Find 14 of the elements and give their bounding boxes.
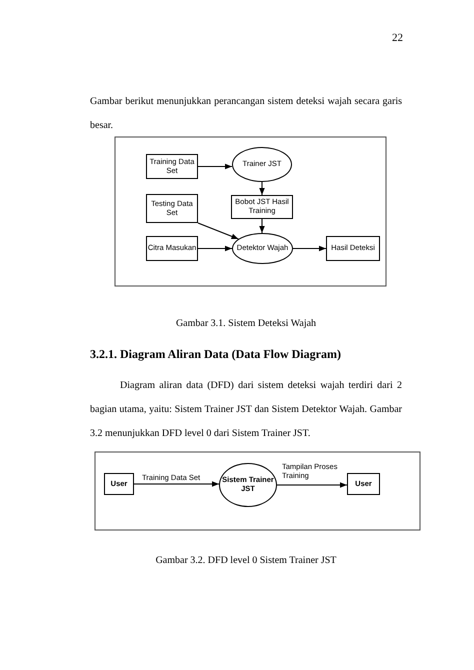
arrow [198, 246, 232, 252]
arrow [134, 481, 220, 487]
page-number: 22 [392, 31, 403, 46]
section-heading: 3.2.1. Diagram Aliran Data (Data Flow Diagram) [90, 346, 341, 363]
arrow [198, 164, 233, 170]
arrow [259, 182, 265, 196]
arrow [276, 482, 348, 488]
paragraph: Gambar berikut menunjukkan perancangan sistem deteksi wajah secara garis besar. [90, 95, 402, 133]
paragraph: Diagram aliran data (DFD) dari sistem deteksi wajah terdiri dari 2 bagian utama, yaitu: Sistem Trainer JST dan Sistem Detektor Wajah. Gambar 3.2 menunjukkan DFD level 0 dari Sistem Trainer JST. [90, 379, 402, 441]
figure-caption: Gambar 3.2. DFD level 0 Sistem Trainer JST [154, 554, 338, 568]
arrow [292, 246, 326, 252]
figure-caption: Gambar 3.1. Sistem Deteksi Wajah [174, 317, 318, 331]
arrow [198, 222, 239, 240]
arrow [259, 218, 265, 234]
